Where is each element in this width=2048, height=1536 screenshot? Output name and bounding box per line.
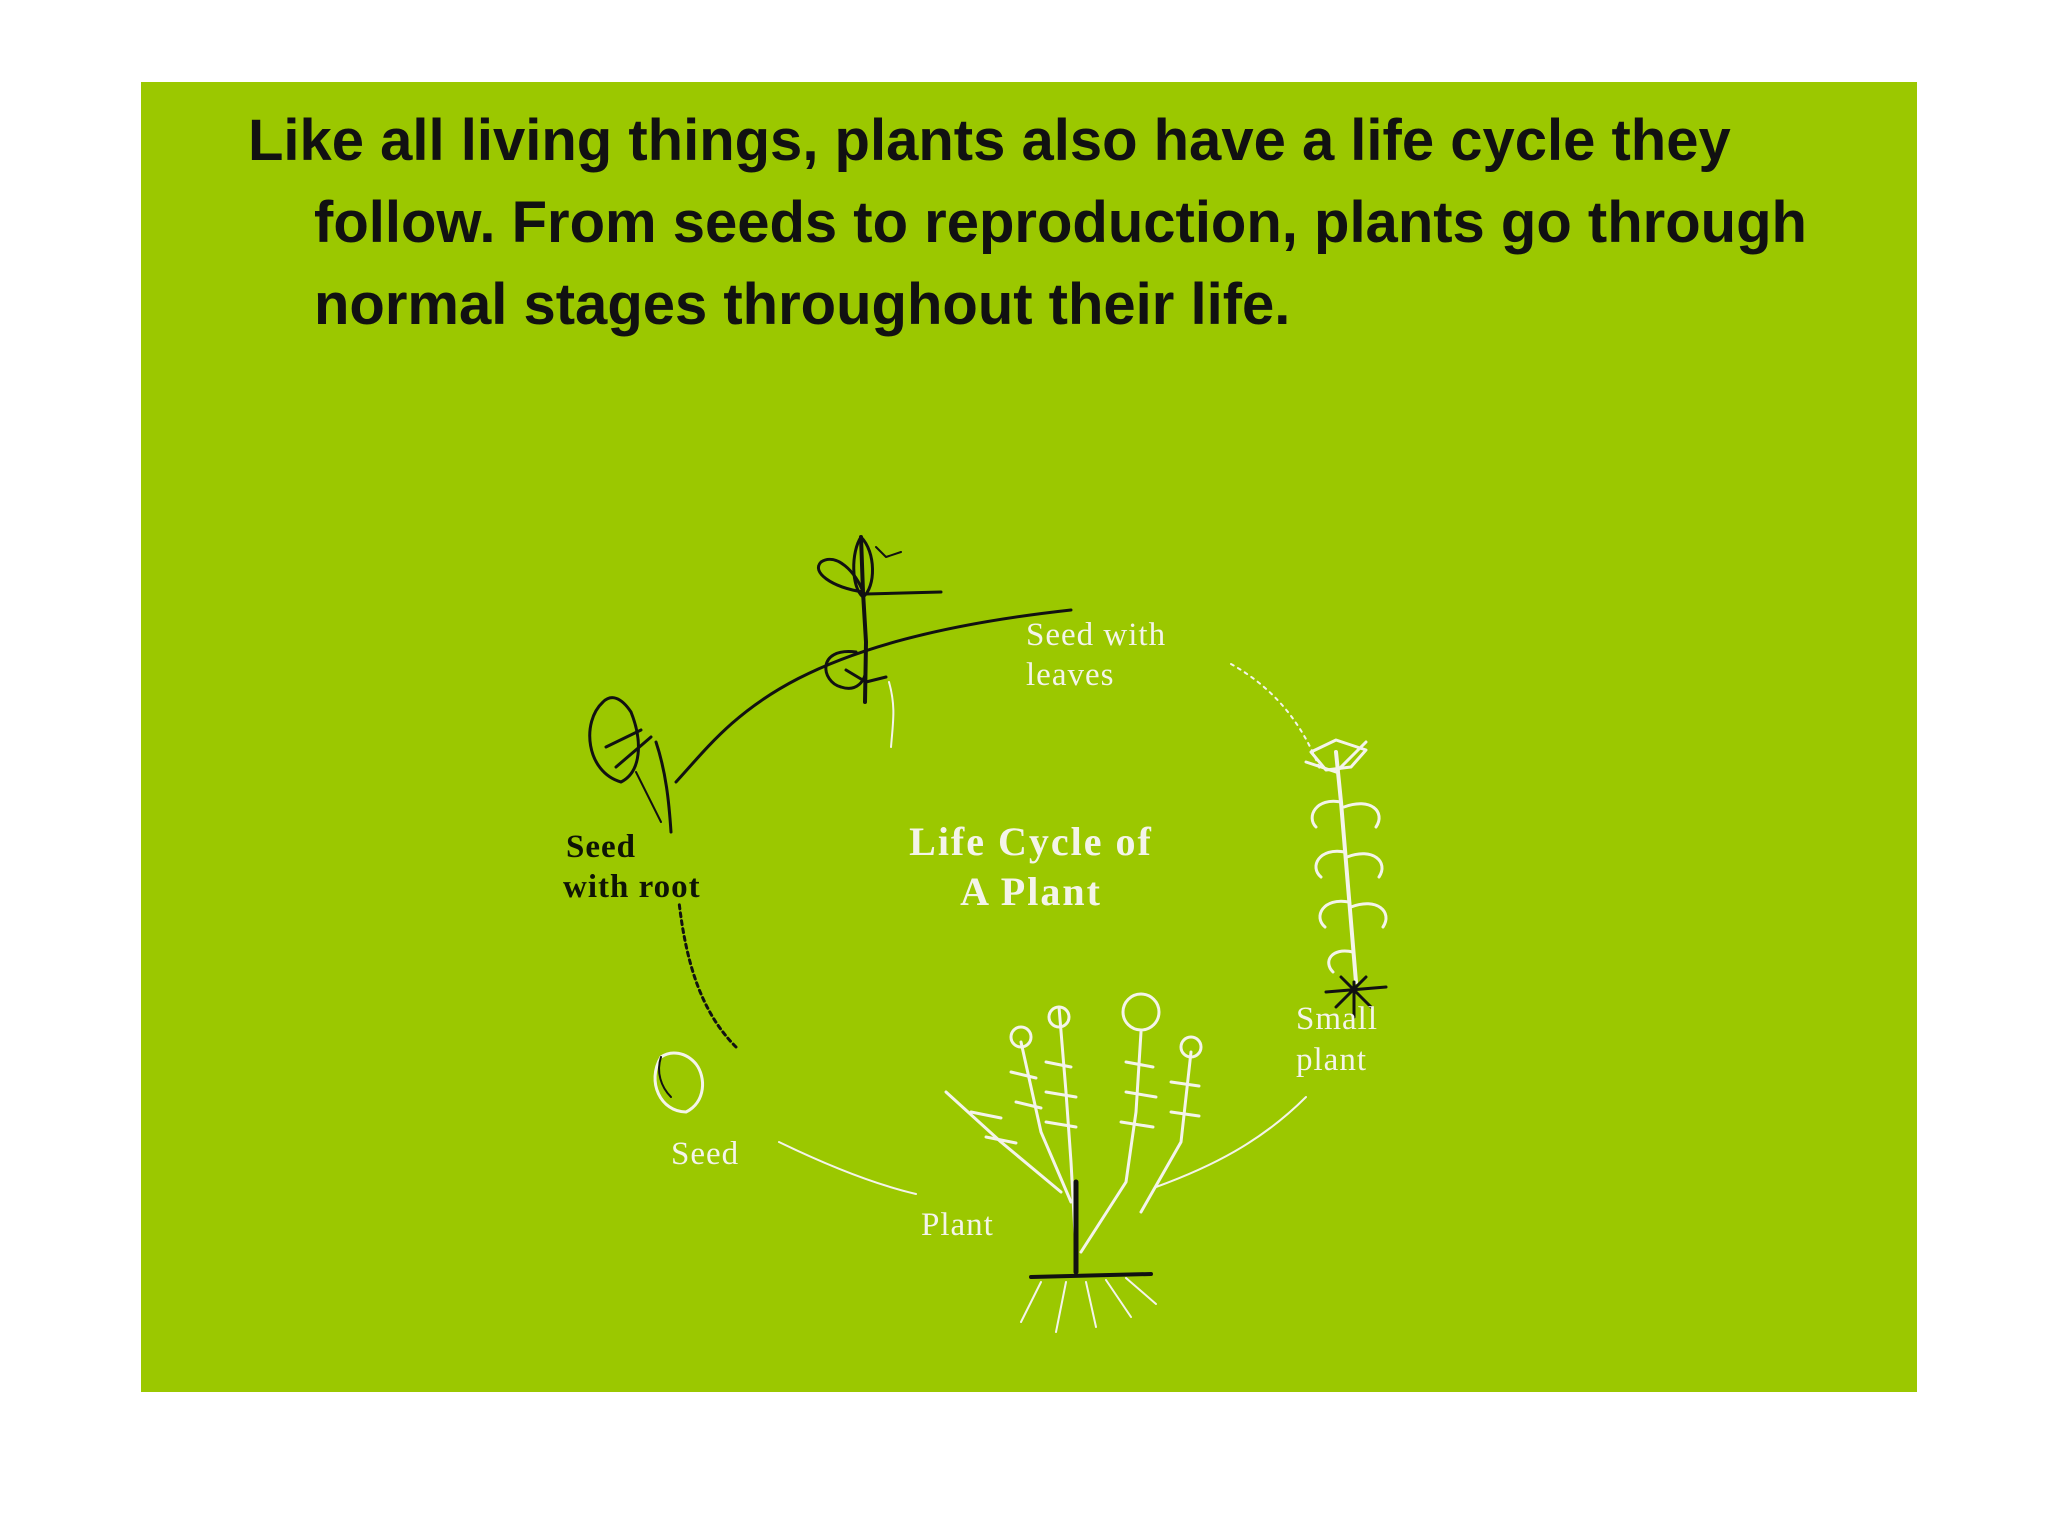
label-seed-with-leaves-line1: Seed with [1026,617,1166,653]
diagram-title-line2: A Plant [960,869,1102,914]
label-small-plant-line1: Small [1296,1001,1378,1037]
mature-plant-illustration [946,994,1201,1332]
diagram-title-line1: Life Cycle of [909,819,1153,864]
seedling-with-leaves-illustration [818,537,941,747]
label-seed-with-root-line2: with root [563,869,701,905]
label-small-plant-line2: plant [1296,1042,1367,1078]
connector-seed-to-root [679,902,736,1047]
connector-plant-to-seed [779,1142,916,1194]
small-plant-illustration [1306,740,1386,1017]
label-seed-with-root-line1: Seed [566,829,636,865]
slide-panel: Like all living things, plants also have… [141,82,1917,1392]
connector-small-plant-to-plant [1156,1097,1306,1187]
connector-leaves-to-small-plant [1231,664,1321,772]
label-plant: Plant [921,1207,994,1243]
seed-illustration [655,1053,703,1112]
connector-root-to-leaves [676,610,1071,782]
label-seed-with-leaves-line2: leaves [1026,657,1114,693]
label-seed: Seed [671,1136,739,1172]
seed-with-root-illustration [590,698,671,832]
life-cycle-diagram: Seed with leaves Small plant Plant Seed … [141,82,1917,1392]
